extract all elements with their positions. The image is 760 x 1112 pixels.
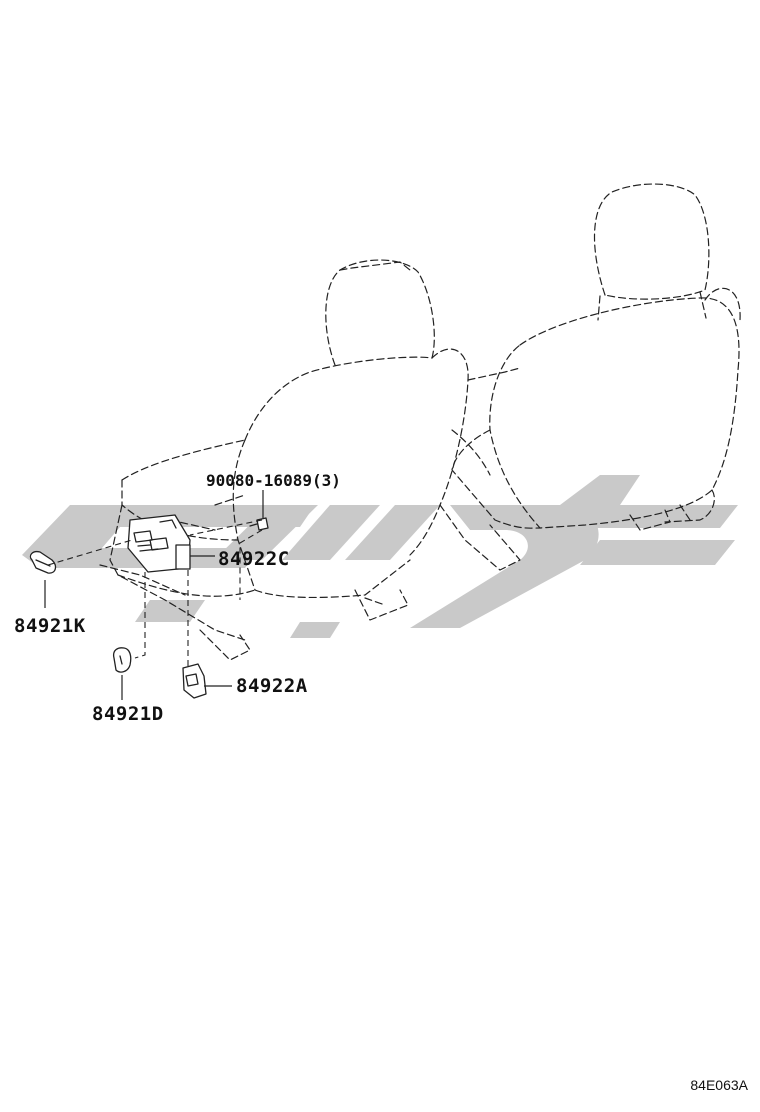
callout-84922A: 84922A: [236, 675, 308, 697]
knob-k-part: [29, 550, 57, 574]
callout-bolt: 90080-16089(3): [206, 471, 341, 490]
switch-a-part: [182, 663, 207, 699]
rear-seat-outline: [451, 183, 741, 531]
figure-id: 84E063A: [690, 1077, 748, 1093]
seat-switch-assembly: [127, 514, 191, 573]
knob-d-part: [112, 647, 132, 673]
callout-84921K: 84921K: [14, 615, 86, 637]
callout-84921D: 84921D: [92, 703, 164, 725]
callout-84922C: 84922C: [218, 548, 290, 570]
watermark-logo: [22, 475, 738, 638]
front-seat-outline: [99, 259, 521, 661]
leader-lines: [44, 490, 264, 700]
